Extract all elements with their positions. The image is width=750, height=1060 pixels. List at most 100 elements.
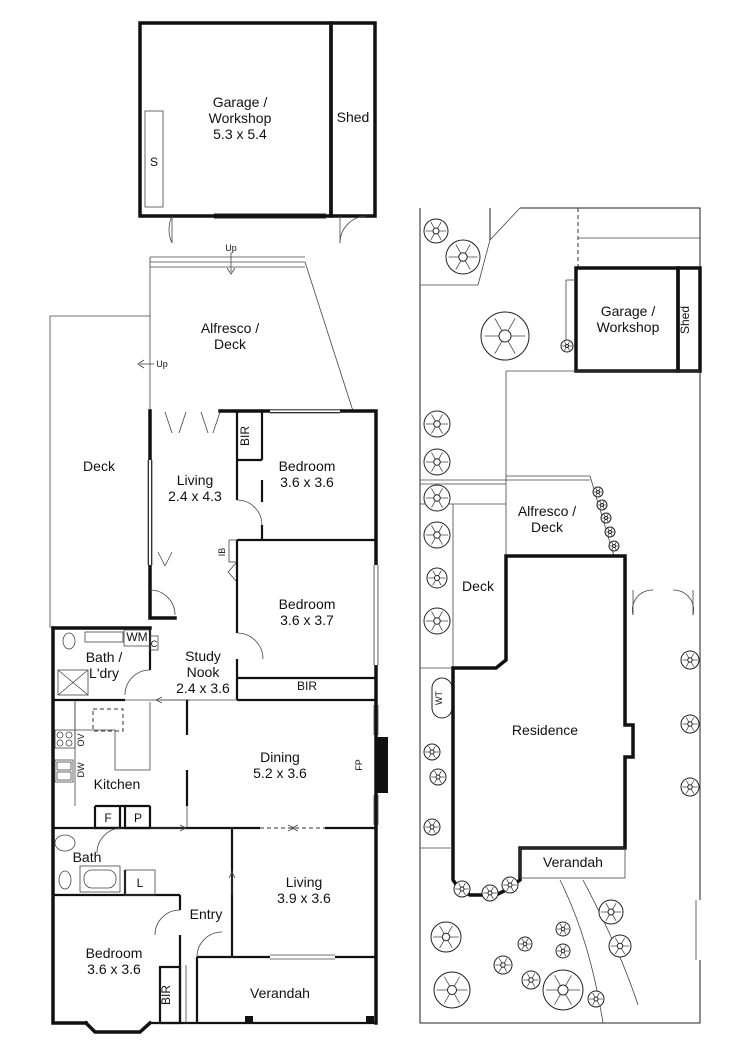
dining: FP Dining 5.2 x 3.6 [185,700,388,832]
tree-icon [555,921,571,937]
side-deck: Deck [49,315,150,628]
wm-label: WM [126,630,147,644]
ib-linen: IB [217,539,238,583]
bedroom-3-label: Bedroom [86,945,143,961]
bath-laundry: WM C Bath / L'dry [53,628,159,702]
bedroom-3-bir: BIR [159,985,173,1005]
tree-icon [429,768,447,786]
verandah-label: Verandah [250,985,310,1001]
tree-icon [423,448,451,476]
kitchen: OV DW Kitchen F P [53,700,232,832]
living-rear-size: 2.4 x 4.3 [168,488,222,504]
bedroom-1-label: Bedroom [279,458,336,474]
tree-icon [521,970,541,990]
verandah: Verandah [185,965,374,1024]
bedroom-3: BIR Bedroom 3.6 x 3.6 [83,945,182,1034]
site-residence: Residence [451,554,635,897]
alfresco-deck: Up Up Alfresco / Deck [137,243,354,412]
study-nook: Study Nook 2.4 x 3.6 [125,648,237,704]
kitchen-label: Kitchen [94,776,141,792]
dining-size: 5.2 x 3.6 [253,765,307,781]
tree-icon [596,499,608,511]
tree-icon [453,880,471,898]
tree-icon [423,743,441,761]
tree-icon [608,540,620,552]
garage-workshop: Garage / Workshop 5.3 x 5.4 S [138,21,333,244]
site-verandah-label: Verandah [543,854,603,870]
bedroom-2-size: 3.6 x 3.7 [280,612,334,628]
garage-label: Garage / [213,94,268,110]
site-paths [420,589,701,1024]
tree-icon [608,934,632,958]
study-label-2: Nook [187,664,221,680]
bath: Bath L [53,827,180,897]
tree-icon [604,526,616,538]
site-garage: Garage / Workshop Shed [565,266,702,373]
tree-icon [555,943,571,959]
site-garage-label: Garage / [601,303,656,319]
bedroom-3-size: 3.6 x 3.6 [87,961,141,977]
tree-icon [600,512,612,524]
shed-label: Shed [337,109,370,125]
site-water-tank: WT [431,677,453,719]
bedroom-2: BIR Bedroom 3.6 x 3.7 [235,540,379,702]
tree-icon [423,484,451,512]
tree-icon [426,567,448,589]
bedroom-2-bir: BIR [297,679,317,693]
tree-icon [501,876,519,894]
site-garage-label-2: Workshop [597,319,660,335]
tree-icon [423,521,451,549]
linen-label: L [137,876,144,890]
tree-icon [493,955,513,975]
shed: Shed [329,21,377,244]
site-boundary [419,207,701,1024]
pantry-label: P [134,811,142,825]
study-size: 2.4 x 3.6 [176,680,230,696]
tree-icon [480,311,530,361]
bedroom-1-bir: BIR [238,426,252,446]
living-rear-label: Living [177,472,214,488]
tree-icon [592,486,604,498]
tree-icon [680,777,700,797]
rear-living: Living 2.4 x 4.3 [147,411,222,616]
entry-and-front-living: Entry Living 3.9 x 3.6 [154,828,376,1023]
ib-label: IB [217,548,227,557]
bath-laundry-label-2: L'dry [89,665,119,681]
site-shed-label: Shed [678,306,692,334]
tree-icon [542,969,584,1011]
bedroom-1-size: 3.6 x 3.6 [280,474,334,490]
tree-icon [445,239,481,275]
garage-shelf-label: S [150,155,158,169]
bedroom-1: BIR Bedroom 3.6 x 3.6 [235,409,376,542]
dining-label: Dining [260,749,300,765]
c-label: C [151,639,158,649]
oven-label: OV [76,733,86,746]
tree-icon [423,818,441,836]
tree-icon [481,884,499,902]
tree-icon [423,410,451,438]
garage-label-2: Workshop [209,110,272,126]
alfresco-label: Alfresco / [201,320,259,336]
tree-icon [587,990,605,1008]
garage-size: 5.3 x 5.4 [213,126,267,142]
site-trees [423,218,700,1011]
entry-label: Entry [190,906,223,922]
study-label: Study [185,648,221,664]
deck-up-label: Up [156,359,168,369]
tree-icon [517,936,533,952]
tree-icon [433,971,471,1009]
fridge-label: F [104,811,111,825]
site-alfresco: Alfresco / Deck [506,475,615,557]
bedroom-2-label: Bedroom [279,596,336,612]
tree-icon [680,714,700,734]
site-verandah: Verandah [519,847,626,879]
dishwasher-label: DW [76,762,86,777]
site-wt-label: WT [434,691,444,705]
tree-icon [598,899,624,925]
site-residence-label: Residence [512,722,578,738]
living-front-label: Living [286,874,323,890]
tree-icon [680,650,700,670]
fireplace-label: FP [354,759,364,771]
deck-label: Deck [83,458,116,474]
